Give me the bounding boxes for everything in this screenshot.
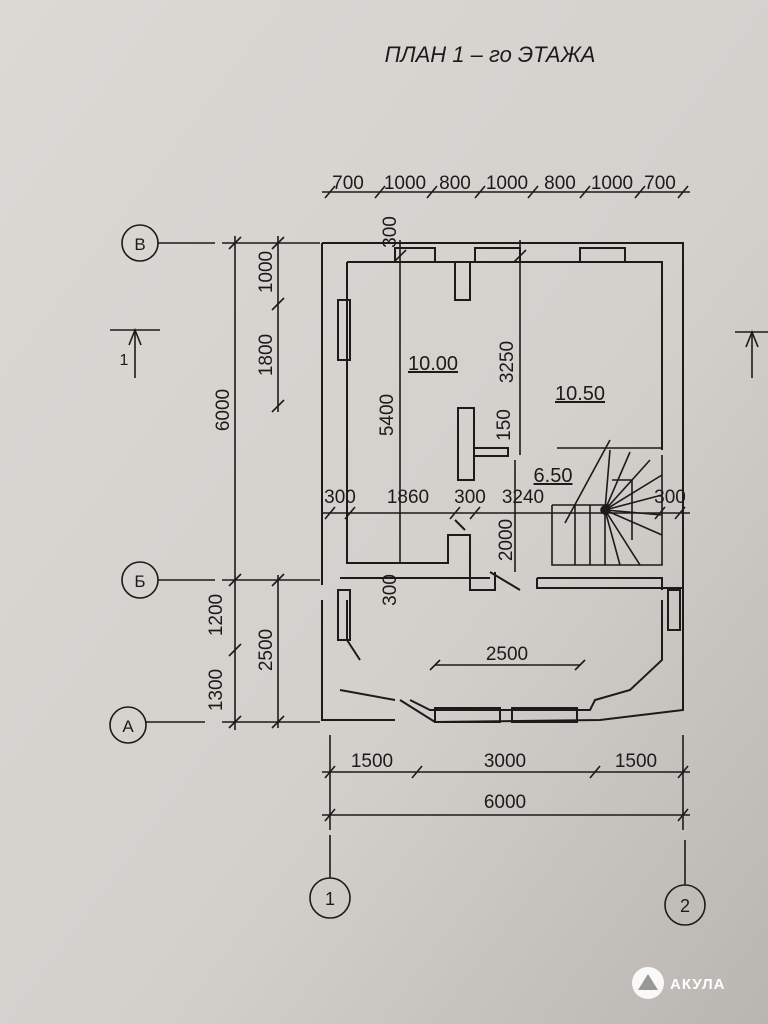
- axis-a-label: А: [122, 717, 134, 736]
- axis-b-label: Б: [134, 572, 145, 591]
- room-area-1: 10.00: [408, 353, 458, 375]
- left-dimensions: 6000 1200 1300 1000 1800 2500: [206, 236, 320, 730]
- svg-text:3000: 3000: [484, 751, 526, 772]
- svg-text:150: 150: [494, 409, 515, 441]
- svg-text:2500: 2500: [486, 644, 528, 665]
- axis-2-label: 2: [680, 896, 690, 916]
- bottom-dimensions: 1500 3000 1500 6000: [322, 735, 690, 830]
- dim-label: 1000: [486, 173, 528, 194]
- svg-text:300: 300: [380, 574, 401, 606]
- svg-text:1: 1: [120, 352, 129, 369]
- axis-v-label: В: [134, 235, 145, 254]
- svg-text:1300: 1300: [206, 669, 227, 711]
- dim-label: 700: [644, 173, 676, 194]
- svg-text:2000: 2000: [496, 519, 517, 561]
- svg-text:1800: 1800: [256, 334, 277, 376]
- svg-text:3240: 3240: [502, 487, 544, 508]
- svg-text:АКУЛА: АКУЛА: [670, 976, 725, 993]
- interior-dimensions: 300 1860 300 3240 300 5400 3250 150 2000…: [322, 216, 690, 671]
- svg-text:300: 300: [454, 487, 486, 508]
- dim-label: 1000: [591, 173, 633, 194]
- section-mark-right: [735, 329, 768, 378]
- svg-text:2500: 2500: [256, 629, 277, 671]
- staircase: [551, 439, 663, 566]
- dim-label: 700: [332, 173, 364, 194]
- svg-text:300: 300: [654, 487, 686, 508]
- svg-text:3250: 3250: [497, 341, 518, 383]
- dim-label: 1000: [384, 173, 426, 194]
- room-area-2: 10.50: [555, 383, 605, 405]
- plan-title: ПЛАН 1 – го ЭТАЖА: [385, 42, 596, 67]
- section-mark-left: 1: [110, 327, 160, 378]
- svg-text:1000: 1000: [256, 251, 277, 293]
- svg-text:5400: 5400: [377, 394, 398, 436]
- top-dimension-chain: 700 1000 800 1000 800 1000 700: [322, 173, 690, 199]
- svg-text:300: 300: [380, 216, 401, 248]
- dim-label: 800: [544, 173, 576, 194]
- svg-text:1200: 1200: [206, 594, 227, 636]
- axis-1-label: 1: [325, 889, 335, 909]
- svg-text:1500: 1500: [615, 751, 657, 772]
- svg-text:6000: 6000: [484, 792, 526, 813]
- watermark-logo: АКУЛА: [632, 967, 725, 999]
- svg-text:1860: 1860: [387, 487, 429, 508]
- svg-text:1500: 1500: [351, 751, 393, 772]
- axis-markers: В Б А 1 2: [109, 224, 706, 926]
- dim-total-height: 6000: [213, 389, 234, 431]
- dim-label: 800: [439, 173, 471, 194]
- walls: [321, 242, 684, 724]
- svg-text:300: 300: [324, 487, 356, 508]
- stair-area: 6.50: [534, 465, 573, 487]
